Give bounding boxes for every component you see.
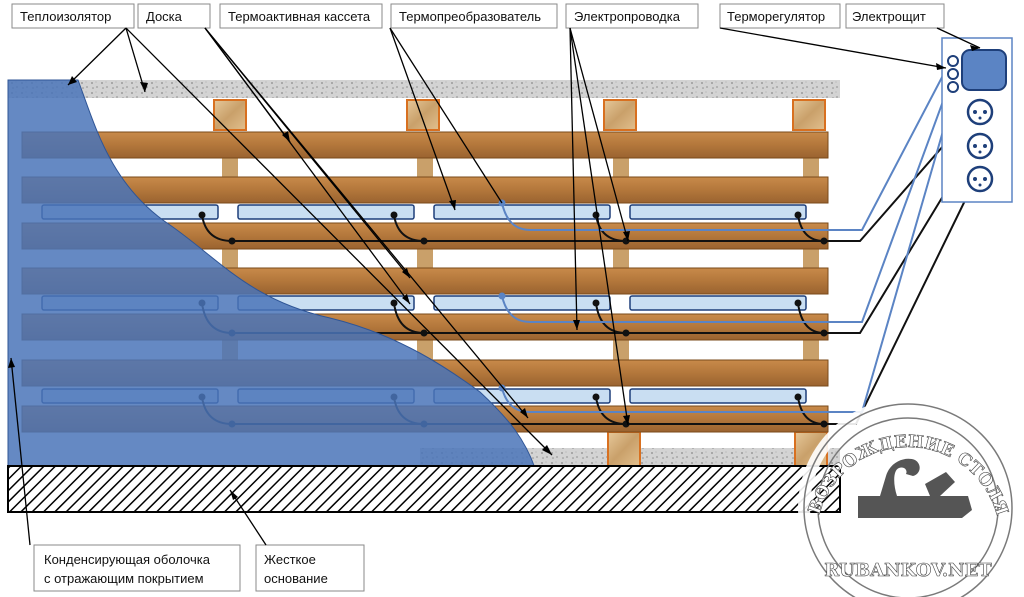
thermostat-input (947, 55, 959, 67)
watermark-site: RUBANKOV.NET (824, 560, 992, 581)
condensing-shell (7, 79, 536, 469)
insulation-top (8, 80, 840, 98)
thermostat-input (947, 68, 959, 80)
rigid-base (7, 465, 841, 513)
board (21, 131, 829, 159)
plane-tool-icon (858, 458, 972, 518)
electric-panel (941, 37, 1013, 203)
label-boxes (11, 3, 945, 592)
label-shell-line1: Конденсирующая оболочка (44, 552, 211, 567)
label-sensor: Термопреобразователь (399, 9, 541, 24)
label-thermostat: Терморегулятор (727, 9, 825, 24)
label-base-line1: Жесткое (264, 552, 316, 567)
plug-socket-icon (966, 98, 994, 193)
board-spacers (222, 158, 819, 360)
leader-lines (10, 27, 981, 546)
label-wiring: Электропроводка (574, 9, 681, 24)
label-cassette: Термоактивная кассета (228, 9, 371, 24)
label-board: Доска (146, 9, 183, 24)
label-shell-line2: с отражающим покрытием (44, 571, 204, 586)
thermostat-input (947, 81, 959, 93)
sensor-wiring (501, 61, 957, 413)
board (21, 176, 829, 204)
label-insulator: Теплоизолятор (20, 9, 111, 24)
label-panel: Электрощит (852, 9, 926, 24)
thermostat-display-icon (961, 49, 1007, 91)
label-base-line2: основание (264, 571, 328, 586)
arrowheads (8, 45, 980, 500)
